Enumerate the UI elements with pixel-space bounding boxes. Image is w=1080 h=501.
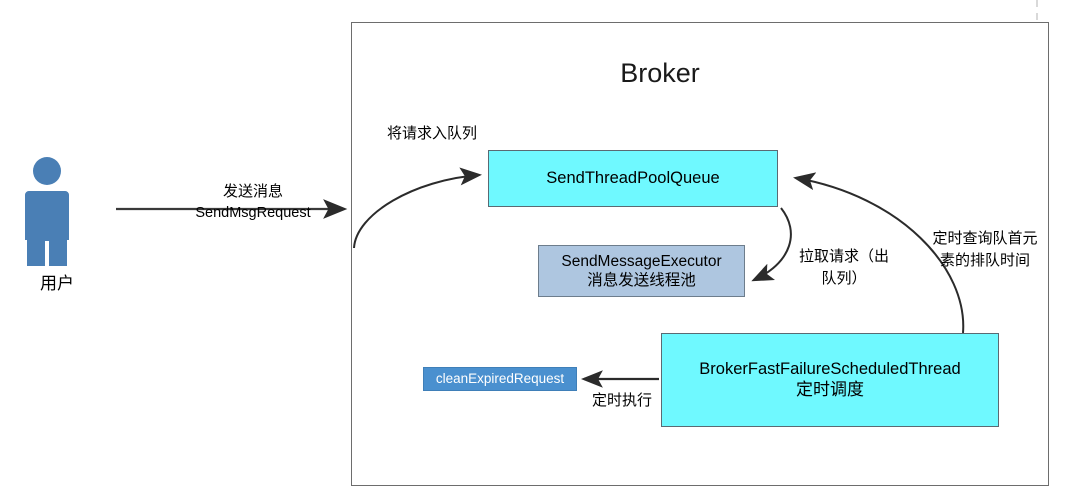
node-send-thread-pool-queue-label: SendThreadPoolQueue xyxy=(546,169,720,188)
node-send-message-executor-line1: SendMessageExecutor xyxy=(561,252,722,270)
node-send-message-executor[interactable]: SendMessageExecutor 消息发送线程池 xyxy=(538,245,745,297)
edge-label-scheduled-exec: 定时执行 xyxy=(591,391,652,409)
edge-label-send-message-line1: 发送消息 xyxy=(222,182,283,200)
node-broker-fast-failure-scheduled-thread[interactable]: BrokerFastFailureScheduledThread 定时调度 xyxy=(661,333,999,427)
node-broker-fast-failure-line2: 定时调度 xyxy=(796,379,864,400)
edge-label-dequeue: 拉取请求（出 队列） xyxy=(784,246,904,290)
edge-label-poll-head-line1: 定时查询队首元 xyxy=(932,229,1038,247)
node-clean-expired-request-label: cleanExpiredRequest xyxy=(435,370,565,386)
person-icon xyxy=(25,157,69,266)
node-broker-fast-failure-line1: BrokerFastFailureScheduledThread xyxy=(699,360,961,379)
node-clean-expired-request[interactable]: cleanExpiredRequest xyxy=(423,367,577,391)
edge-label-send-message: 发送消息 SendMsgRequest xyxy=(133,181,373,224)
node-send-message-executor-line2: 消息发送线程池 xyxy=(587,271,696,289)
edge-label-dequeue-line2: 队列） xyxy=(821,268,867,287)
edge-label-dequeue-line1: 拉取请求（出 xyxy=(798,247,889,265)
edge-label-poll-head-line2: 素的排队时间 xyxy=(939,250,1030,269)
node-send-thread-pool-queue[interactable]: SendThreadPoolQueue xyxy=(488,150,778,207)
actor-label-user: 用户 xyxy=(40,274,74,294)
edge-label-enqueue: 将请求入队列 xyxy=(386,124,477,142)
edge-label-poll-head: 定时查询队首元 素的排队时间 xyxy=(922,228,1048,272)
edge-label-send-message-line2: SendMsgRequest xyxy=(195,204,311,221)
broker-title: Broker xyxy=(620,58,700,88)
broker-container xyxy=(351,22,1049,486)
